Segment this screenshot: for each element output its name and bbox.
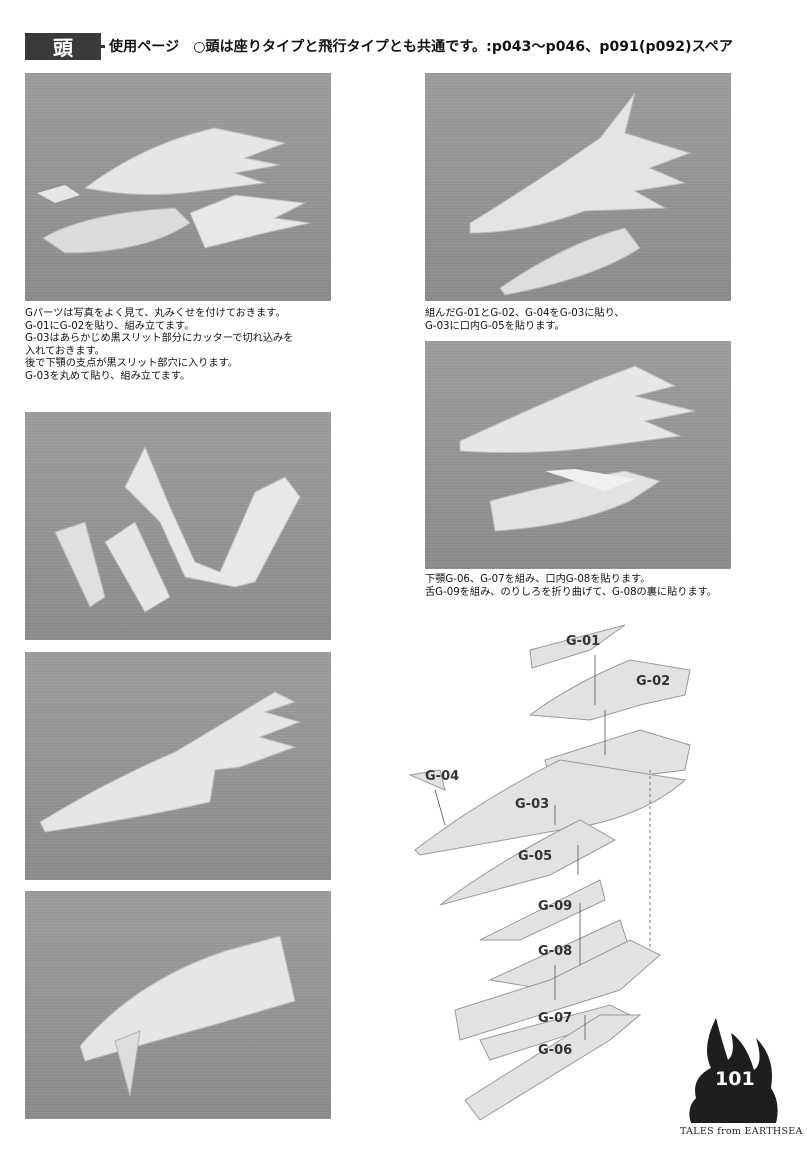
used-pages-label: 使用ページ bbox=[109, 39, 180, 55]
photo-head-and-jaw-figure bbox=[459, 365, 696, 532]
caption-line: 下顎G-06、G-07を組み、口内G-08を貼ります。 bbox=[425, 574, 651, 585]
page-header: 頭 使用ページ ○頭は座りタイプと飛行タイプとも共通です。:p043～p046、p… bbox=[25, 33, 795, 60]
photo-parts-unassembled bbox=[25, 73, 331, 301]
caption-line: 後で下顎の支点が黒スリット部穴に入ります。 bbox=[25, 358, 238, 370]
caption-line: 入れておきます。 bbox=[25, 345, 105, 357]
caption-step2: 組んだG-01とG-02、G-04をG-03に貼り、 G-03に口内G-05を貼… bbox=[425, 308, 625, 333]
assembly-diagram: G-01 G-02 G-04 G-03 G-05 G-09 G-08 G-07 … bbox=[400, 620, 700, 1125]
part-label-g02: G-02 bbox=[636, 674, 670, 689]
part-label-g07: G-07 bbox=[538, 1011, 572, 1026]
caption-step1: Gパーツは写真をよく見て、丸みくせを付けておきます。 G-01にG-02を貼り、… bbox=[25, 308, 293, 384]
dragon-logo-icon bbox=[689, 1018, 778, 1123]
section-title: 頭 bbox=[25, 33, 101, 60]
photo-rolled-parts-figure bbox=[54, 445, 301, 613]
caption-line: 組んだG-01とG-02、G-04をG-03に貼り、 bbox=[425, 308, 625, 319]
photo-head-shell-figure bbox=[39, 691, 302, 833]
caption-line: G-03に口内G-05を貼ります。 bbox=[425, 320, 565, 332]
header-divider bbox=[101, 45, 105, 48]
caption-line: G-03はあらかじめ黒スリット部分にカッターで切れ込みを bbox=[25, 333, 294, 345]
part-label-g05: G-05 bbox=[518, 849, 552, 864]
photo-head-assembled-figure bbox=[469, 92, 692, 296]
photo-head-shell bbox=[25, 652, 331, 880]
page-number: 101 bbox=[715, 1068, 755, 1090]
part-label-g06: G-06 bbox=[538, 1043, 572, 1058]
header-line: 使用ページ ○頭は座りタイプと飛行タイプとも共通です。:p043～p046、p09… bbox=[109, 36, 733, 56]
caption-step3: 下顎G-06、G-07を組み、口内G-08を貼ります。 舌G-09を組み、のりし… bbox=[425, 574, 717, 599]
used-pages-text: ○頭は座りタイプと飛行タイプとも共通です。:p043～p046、p091(p09… bbox=[193, 39, 733, 55]
part-label-g08: G-08 bbox=[538, 944, 572, 959]
photo-parts-unassembled-figure bbox=[37, 127, 311, 254]
part-label-g09: G-09 bbox=[538, 899, 572, 914]
part-label-g01: G-01 bbox=[566, 634, 600, 649]
photo-rolled-parts bbox=[25, 412, 331, 640]
assembly-diagram-figure: G-01 G-02 G-04 G-03 G-05 G-09 G-08 G-07 … bbox=[408, 624, 691, 1121]
caption-line: 舌G-09を組み、のりしろを折り曲げて、G-08の裏に貼ります。 bbox=[425, 586, 718, 598]
series-logo: 101 TALES from EARTHSEA bbox=[676, 1008, 802, 1138]
photo-lower-jaw bbox=[25, 891, 331, 1119]
series-title: TALES from EARTHSEA bbox=[680, 1126, 803, 1137]
caption-line: G-03を丸めて貼り、組み立てます。 bbox=[25, 370, 191, 382]
part-label-g03: G-03 bbox=[515, 797, 549, 812]
caption-line: G-01にG-02を貼り、組み立てます。 bbox=[25, 320, 195, 332]
photo-head-and-jaw bbox=[425, 341, 731, 569]
photo-head-assembled bbox=[425, 73, 731, 301]
part-label-g04: G-04 bbox=[425, 769, 459, 784]
caption-line: Gパーツは写真をよく見て、丸みくせを付けておきます。 bbox=[25, 308, 286, 319]
photo-lower-jaw-figure bbox=[79, 935, 296, 1097]
